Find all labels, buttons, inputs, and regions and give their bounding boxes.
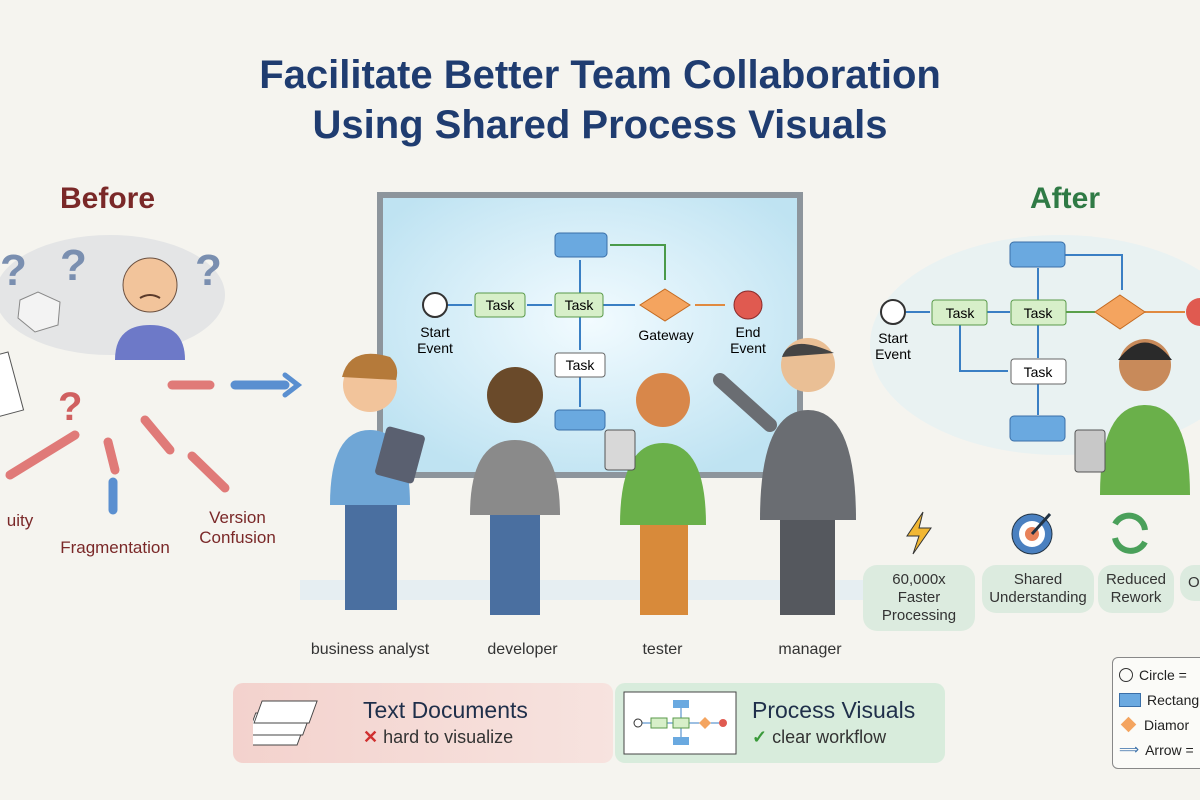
task-node: [554, 352, 606, 378]
benefit-shared-understanding: Shared Understanding: [982, 565, 1094, 613]
target-icon: [1011, 512, 1053, 555]
issue-fragmentation: Fragmentation: [60, 538, 170, 557]
question-mark-icon: ?: [60, 241, 87, 290]
flow-arrows: [906, 254, 1185, 415]
confused-person-icon: [115, 257, 185, 360]
business-analyst-figure: [330, 353, 425, 610]
arrow-icon: ⟹: [1119, 741, 1140, 757]
start-event: [422, 292, 448, 318]
legend-rectangle: Rectang: [1113, 687, 1200, 712]
task-label: Task: [566, 357, 596, 373]
benefit-partial: O: [1180, 565, 1200, 601]
subprocess-node: [554, 409, 606, 431]
check-icon: ✓: [752, 727, 768, 747]
question-mark-icon: ?: [58, 385, 82, 429]
process-visuals-title: Process Visuals: [752, 697, 916, 723]
floor-shadow: [300, 580, 900, 600]
after-heading: After: [1030, 182, 1101, 215]
task-node: [1010, 299, 1067, 326]
refresh-icon: [1112, 512, 1148, 554]
benefit-reduced-rework: Reduced Rework: [1098, 565, 1174, 613]
broken-arrows: [5, 372, 303, 515]
legend: Circle = Rectang Diamor ⟹ Arrow =: [1112, 657, 1200, 769]
subprocess-node: [554, 232, 608, 258]
role-manager: manager: [778, 641, 842, 658]
text-documents-panel: Text Documents ✕ hard to visualize: [233, 683, 613, 763]
circle-icon: [1119, 667, 1133, 682]
task-node: [1010, 358, 1067, 385]
title-line-1: Facilitate Better Team Collaboration: [259, 53, 941, 97]
gateway-diamond: [1094, 294, 1146, 330]
subprocess-node: [1009, 241, 1066, 268]
question-mark-icon: ?: [0, 246, 27, 295]
crumpled-paper-icon: [17, 291, 61, 333]
manager-figure: [713, 338, 856, 615]
subprocess-node: [1009, 415, 1066, 442]
task-label: Task: [486, 297, 516, 313]
question-mark-icon: ?: [195, 246, 222, 295]
end-event: [1186, 298, 1200, 326]
lightning-icon: [906, 511, 932, 555]
tester-figure: [604, 373, 706, 615]
rectangle-icon: [1119, 692, 1141, 707]
flow-arrows: [447, 244, 725, 407]
task-label: Task: [946, 305, 976, 321]
text-documents-subtitle: hard to visualize: [383, 727, 514, 747]
support-agent-figure: [1074, 339, 1190, 495]
task-label: Task: [1024, 364, 1054, 380]
start-event: [880, 299, 906, 325]
task-node: [554, 292, 604, 318]
mini-diagram-icon: [623, 691, 737, 755]
task-node: [931, 299, 988, 326]
legend-label: Rectang: [1147, 691, 1200, 708]
process-visuals-panel: Process Visuals ✓ clear workflow: [615, 683, 945, 763]
end-event: [733, 290, 763, 320]
document-stack-icon: [253, 700, 318, 746]
legend-arrow: ⟹ Arrow =: [1113, 737, 1200, 762]
before-illustration: ? ? ? ?: [0, 235, 303, 515]
before-heading: Before: [60, 182, 156, 215]
cross-icon: ✕: [363, 727, 379, 747]
text-documents-title: Text Documents: [363, 697, 528, 723]
task-node: [474, 292, 526, 318]
gateway-diamond: [639, 288, 691, 322]
issue-ambiguity: uity: [6, 511, 34, 530]
developer-figure: [470, 367, 560, 615]
legend-label: Diamor: [1144, 716, 1190, 733]
task-label: Task: [1024, 305, 1054, 321]
document-icon: [0, 351, 25, 420]
role-tester: tester: [642, 641, 683, 658]
title-line-2: Using Shared Process Visuals: [312, 103, 888, 147]
gateway-label: Gateway: [638, 327, 693, 343]
legend-circle: Circle =: [1113, 662, 1200, 687]
legend-label: Circle =: [1139, 666, 1187, 683]
benefit-icons: [906, 511, 1148, 555]
process-visuals-subtitle: clear workflow: [772, 727, 887, 747]
diamond-icon: [1120, 716, 1137, 733]
role-developer: developer: [487, 641, 558, 658]
legend-diamond: Diamor: [1113, 712, 1200, 737]
role-business-analyst: business analyst: [310, 641, 430, 658]
legend-label: Arrow =: [1145, 741, 1194, 758]
issue-version-confusion: Version Confusion: [199, 508, 276, 547]
benefit-faster-processing: 60,000x Faster Processing: [863, 565, 975, 631]
task-label: Task: [565, 297, 595, 313]
